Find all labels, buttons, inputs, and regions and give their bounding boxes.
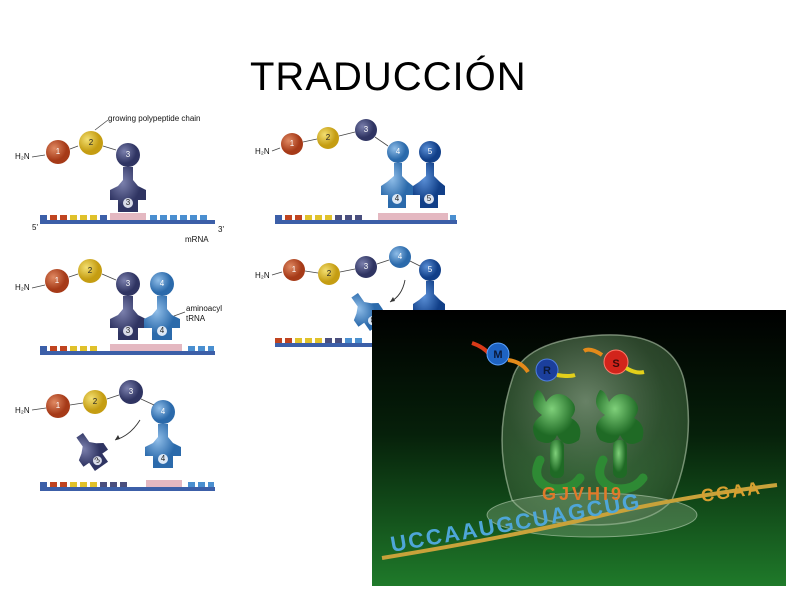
mrna-ribbon [381,483,778,560]
svg-text:3: 3 [126,279,131,288]
svg-text:2: 2 [89,138,94,147]
amino-acid-m: M [493,349,502,361]
svg-text:4: 4 [161,407,166,416]
amino-acid-5 [419,141,441,163]
svg-text:5: 5 [428,147,433,156]
svg-text:3: 3 [126,326,131,335]
amino-acid-1 [46,140,70,164]
amino-acid-chain-3d: M R S [471,341,645,382]
panel-step-2: H₂N 1 2 3 4 5 4 5 [255,119,457,224]
mrna-strand [40,213,215,224]
amino-acid-s: S [612,358,619,370]
svg-text:5: 5 [428,265,433,274]
svg-text:5: 5 [427,194,432,203]
svg-text:3: 3 [129,387,134,396]
five-prime-label: 5' [32,223,38,232]
svg-text:4: 4 [161,454,166,463]
svg-text:2: 2 [326,133,331,142]
amino-acid-3 [116,143,140,167]
svg-text:4: 4 [398,252,403,261]
svg-text:4: 4 [160,326,165,335]
svg-text:4: 4 [160,279,165,288]
trna-3 [110,167,146,212]
growing-chain-label: growing polypeptide chain [108,114,201,123]
svg-text:1: 1 [56,401,61,410]
svg-text:H₂N: H₂N [15,406,30,415]
panel-step-5: H₂N 1 2 3 4 3 4 [15,380,215,491]
ribosome-3d-render: M R S UCCAAUGCUAGCUG GJVHI9 CGAA [372,310,786,586]
panel-step-1: growing polypeptide chain H₂N 1 2 3 3 5'… [15,114,224,244]
svg-text:4: 4 [395,194,400,203]
svg-text:1: 1 [55,276,60,285]
svg-text:1: 1 [292,265,297,274]
svg-text:3: 3 [93,455,102,465]
svg-text:2: 2 [327,269,332,278]
slide-title: TRADUCCIÓN [250,55,527,99]
svg-text:H₂N: H₂N [255,147,270,156]
trna-pair [532,390,648,494]
svg-text:1: 1 [56,147,61,156]
panel-step-3: H₂N 1 2 3 4 3 4 aminoacyl tRNA [15,259,222,355]
svg-text:3: 3 [364,262,369,271]
ribosome-small-subunit [486,492,698,538]
svg-text:2: 2 [93,397,98,406]
svg-text:3: 3 [126,198,131,207]
mrna-label: mRNA [185,235,209,244]
svg-text:1: 1 [290,139,295,148]
svg-text:tRNA: tRNA [186,314,206,323]
amino-acid-r: R [543,365,551,377]
svg-text:4: 4 [396,147,401,156]
svg-text:H₂N: H₂N [255,271,270,280]
three-prime-label: 3' [218,225,224,234]
svg-text:3: 3 [364,125,369,134]
svg-text:3: 3 [126,150,131,159]
aminoacyl-trna-label: aminoacyl [186,304,222,313]
svg-text:H₂N: H₂N [15,283,30,292]
h2n-label: H₂N [15,152,30,161]
svg-text:2: 2 [88,266,93,275]
mrna-codons-inside: GJVHI9 [542,484,624,504]
amino-acid-2 [79,131,103,155]
